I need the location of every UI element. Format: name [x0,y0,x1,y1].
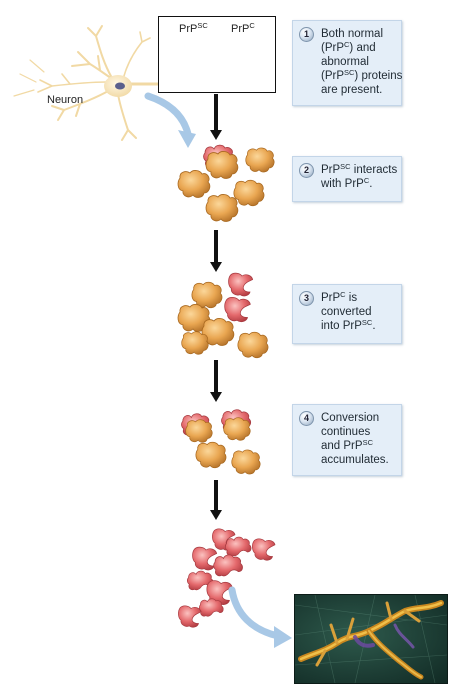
text-segment: into PrP [321,320,362,332]
cluster-step-2 [177,144,275,222]
step-text-line: into PrPSC. [321,319,395,333]
step-number-badge: 4 [299,411,314,426]
protein-legend-box: PrPSC PrPC [158,16,276,93]
arrow-2-shaft [214,230,218,264]
cluster-step-3 [177,272,269,359]
text-segment: . [369,178,373,190]
text-segment: ) and [349,42,376,54]
text-segment: PrP [321,292,341,304]
legend-prp-sc-label: PrPSC [179,21,208,35]
step-text-line: Conversion [321,411,395,425]
curved-arrow-neuron-head [178,130,196,148]
text-segment: continues [321,426,371,438]
step-number-badge: 3 [299,291,314,306]
arrow-2-head [210,262,222,272]
superscript: SC [340,162,351,171]
arrow-4-head [210,510,222,520]
superscript: SC [362,438,373,447]
step-text-line: abnormal [321,55,395,69]
step-text-line: (PrPC) and [321,41,395,55]
legend-prp-c-label: PrPC [231,21,255,35]
text-segment: abnormal [321,56,369,68]
arrow-3-head [210,392,222,402]
superscript: SC [361,318,373,327]
text-segment: converted [321,306,372,318]
text-segment: interacts [350,164,398,176]
step-text-line: PrPSC interacts [321,162,398,177]
step-text-line: with PrPC. [321,177,395,191]
curved-arrow-micrograph [228,586,282,640]
text-segment: Conversion [321,412,380,424]
arrow-1-shaft [214,94,218,132]
step-text-line: converted [321,305,395,319]
text-segment: ) proteins [354,70,403,82]
neuron-label: Neuron [47,94,84,106]
neuron-illustration [13,25,162,141]
superscript: C [340,290,346,299]
cluster-accumulated-prp-sc [178,528,276,628]
step-text-line: accumulates. [321,453,395,467]
micrograph-image [295,595,447,683]
arrow-3-shaft [214,360,218,394]
step-text-line: continues [321,425,395,439]
text-segment: (PrP [321,42,344,54]
step-number-badge: 1 [299,27,314,42]
arrow-4-shaft [214,480,218,512]
arrow-1-head [210,130,222,140]
superscript: SC [344,68,355,77]
text-segment: are present. [321,84,383,96]
neuron-nucleus [115,82,125,90]
text-segment: PrP [321,164,341,176]
curved-arrow-neuron [144,92,192,138]
text-segment: is [345,292,358,304]
text-segment: with PrP [321,178,364,190]
text-segment: and PrP [321,440,363,452]
superscript: C [363,176,370,185]
step-text-line: PrPC is [321,291,395,305]
text-segment: accumulates. [321,454,389,466]
text-segment: (PrP [321,70,344,82]
step-text-line: Both normal [321,27,395,41]
step-text-line: and PrPSC [321,439,395,453]
superscript: C [344,40,350,49]
cluster-step-4 [181,409,261,475]
prion-fibril-micrograph [294,594,448,684]
step-number-badge: 2 [299,163,314,178]
step-text-line: (PrPSC) proteins [321,68,402,83]
text-segment: Both normal [321,28,384,40]
curved-arrow-micrograph-head [274,626,292,648]
step-text-line: are present. [321,83,395,97]
text-segment: . [372,320,376,332]
